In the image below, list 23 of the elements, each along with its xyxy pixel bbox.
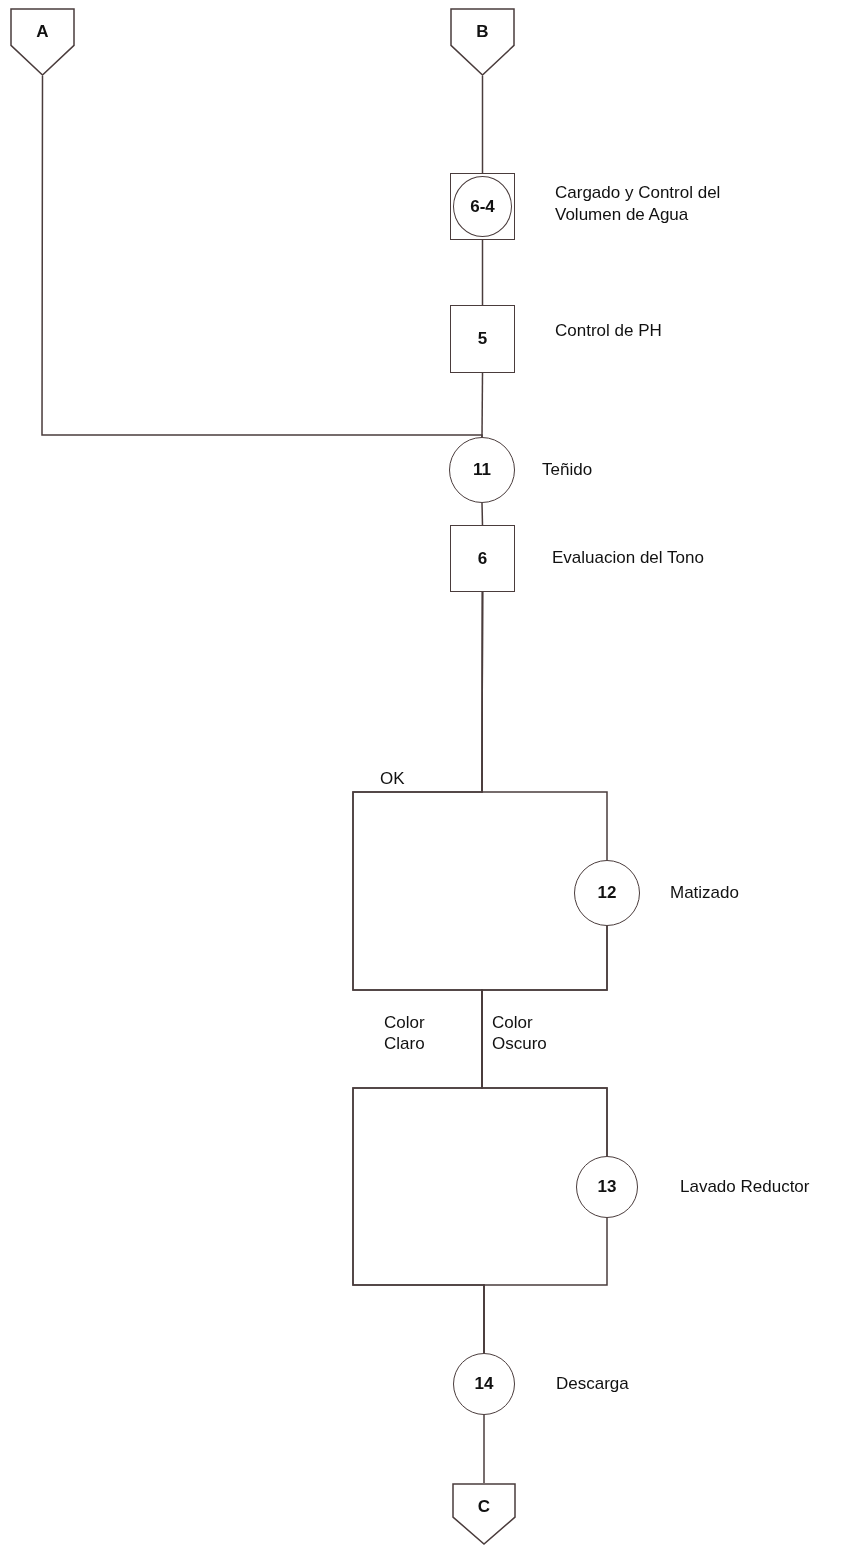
connector-line bbox=[483, 1217, 608, 1354]
step-label: Matizado bbox=[670, 882, 740, 904]
connector-line bbox=[481, 239, 484, 306]
step-label: Lavado Reductor bbox=[680, 1176, 811, 1198]
operation-circle: 12 bbox=[574, 860, 640, 926]
inspection-square: 5 bbox=[450, 305, 515, 373]
connector-line bbox=[481, 502, 484, 526]
operation-circle: 14 bbox=[453, 1353, 515, 1415]
combined-operation-symbol: 6-4 bbox=[450, 173, 515, 240]
step-label: Control de PH bbox=[555, 320, 663, 342]
connector-line bbox=[481, 75, 484, 174]
operation-circle: 11 bbox=[449, 437, 515, 503]
connector-symbol: C bbox=[452, 1483, 516, 1545]
connector-symbol: B bbox=[450, 8, 515, 76]
step-label: Cargado y Control del Volumen de Agua bbox=[555, 182, 722, 226]
step-label: Teñido bbox=[542, 459, 594, 481]
connector-line bbox=[483, 1414, 485, 1484]
step-label: Descarga bbox=[556, 1373, 630, 1395]
connector-line bbox=[41, 75, 483, 438]
connector-symbol: A bbox=[10, 8, 75, 76]
operation-circle: 13 bbox=[576, 1156, 638, 1218]
inspection-square: 6 bbox=[450, 525, 515, 592]
step-label: Evaluacion del Tono bbox=[552, 547, 705, 569]
